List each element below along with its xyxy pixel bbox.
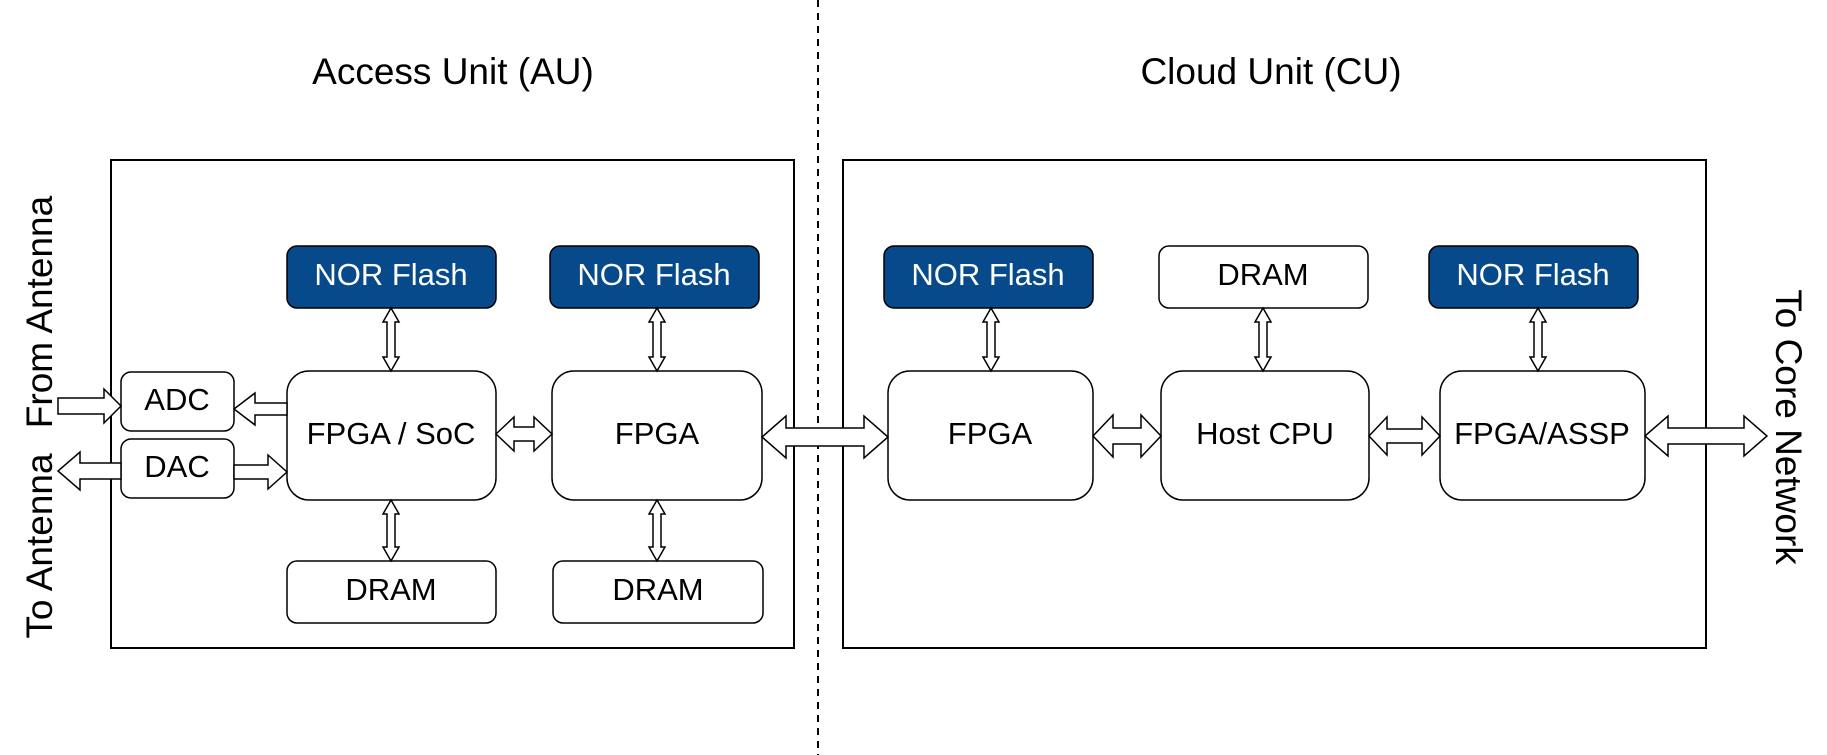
to-core-network-label: To Core Network xyxy=(1768,289,1809,565)
arrow-cu-fpga-hostcpu xyxy=(1091,413,1163,459)
arrow-cu-flash2-fpgaassp xyxy=(1528,306,1548,373)
svg-text:NOR Flash: NOR Flash xyxy=(314,257,467,292)
svg-text:NOR Flash: NOR Flash xyxy=(577,257,730,292)
arrow-cu-hostcpu-fpgaassp xyxy=(1367,415,1442,457)
svg-text:DRAM: DRAM xyxy=(1217,257,1308,292)
cu-nor-flash-1: NOR Flash xyxy=(883,245,1094,309)
cu-fpga-block: FPGA xyxy=(887,370,1094,501)
svg-text:FPGA / SoC: FPGA / SoC xyxy=(307,416,476,451)
arrow-fpgasoc-to-dac xyxy=(233,453,289,491)
au-dac-block: DAC xyxy=(120,438,235,499)
svg-text:DAC: DAC xyxy=(144,449,209,484)
arrow-fpgasoc-to-adc xyxy=(232,391,288,427)
cu-dram: DRAM xyxy=(1158,245,1369,309)
access-unit-title: Access Unit (AU) xyxy=(312,51,594,92)
arrow-au-fpga-dram2 xyxy=(647,498,667,563)
arrow-au-flash1-fpgasoc xyxy=(381,306,401,373)
svg-text:NOR Flash: NOR Flash xyxy=(1456,257,1609,292)
au-adc-block: ADC xyxy=(120,371,235,432)
arrow-from-antenna-to-adc xyxy=(57,387,123,425)
arrow-cu-fpgaassp-core-network xyxy=(1643,414,1769,458)
arrow-cu-dram-hostcpu xyxy=(1253,306,1273,373)
cloud-unit-frame xyxy=(842,159,1707,649)
au-nor-flash-2: NOR Flash xyxy=(549,245,760,309)
from-antenna-label: From Antenna xyxy=(19,195,60,428)
svg-text:Host CPU: Host CPU xyxy=(1196,416,1334,451)
to-antenna-label: To Antenna xyxy=(19,453,60,639)
cu-nor-flash-2: NOR Flash xyxy=(1428,245,1639,309)
arrow-au-flash2-fpga xyxy=(647,306,667,373)
arrow-au-fpga-cu-fpga xyxy=(760,414,890,460)
cu-fpga-assp-block: FPGA/ASSP xyxy=(1439,370,1646,501)
svg-text:FPGA/ASSP: FPGA/ASSP xyxy=(1454,416,1630,451)
arrow-au-fpgasoc-dram1 xyxy=(381,498,401,563)
svg-text:NOR Flash: NOR Flash xyxy=(911,257,1064,292)
au-fpga-block: FPGA xyxy=(551,370,763,501)
svg-text:DRAM: DRAM xyxy=(612,572,703,607)
au-fpga-soc-block: FPGA / SoC xyxy=(286,370,497,501)
au-nor-flash-1: NOR Flash xyxy=(286,245,497,309)
svg-text:FPGA: FPGA xyxy=(948,416,1033,451)
arrow-cu-flash1-fpga xyxy=(981,306,1001,373)
cloud-unit-title: Cloud Unit (CU) xyxy=(1140,51,1401,92)
au-dram-2: DRAM xyxy=(552,560,764,624)
arrow-dac-to-antenna xyxy=(56,450,122,492)
svg-text:DRAM: DRAM xyxy=(345,572,436,607)
cu-host-cpu-block: Host CPU xyxy=(1160,370,1370,501)
svg-text:FPGA: FPGA xyxy=(615,416,700,451)
au-dram-1: DRAM xyxy=(286,560,497,624)
arrow-au-fpgasoc-fpga xyxy=(494,415,554,453)
svg-text:ADC: ADC xyxy=(144,382,209,417)
